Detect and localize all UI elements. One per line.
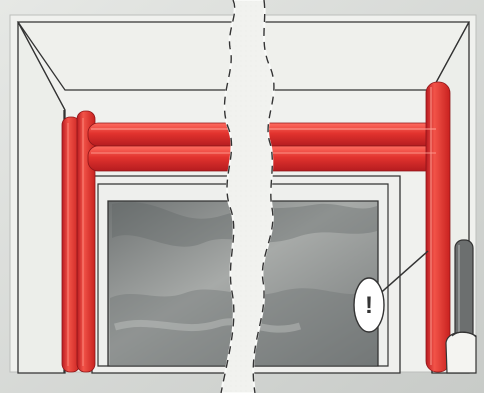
right-seal [426,82,450,372]
warning-icon: ! [365,292,373,319]
